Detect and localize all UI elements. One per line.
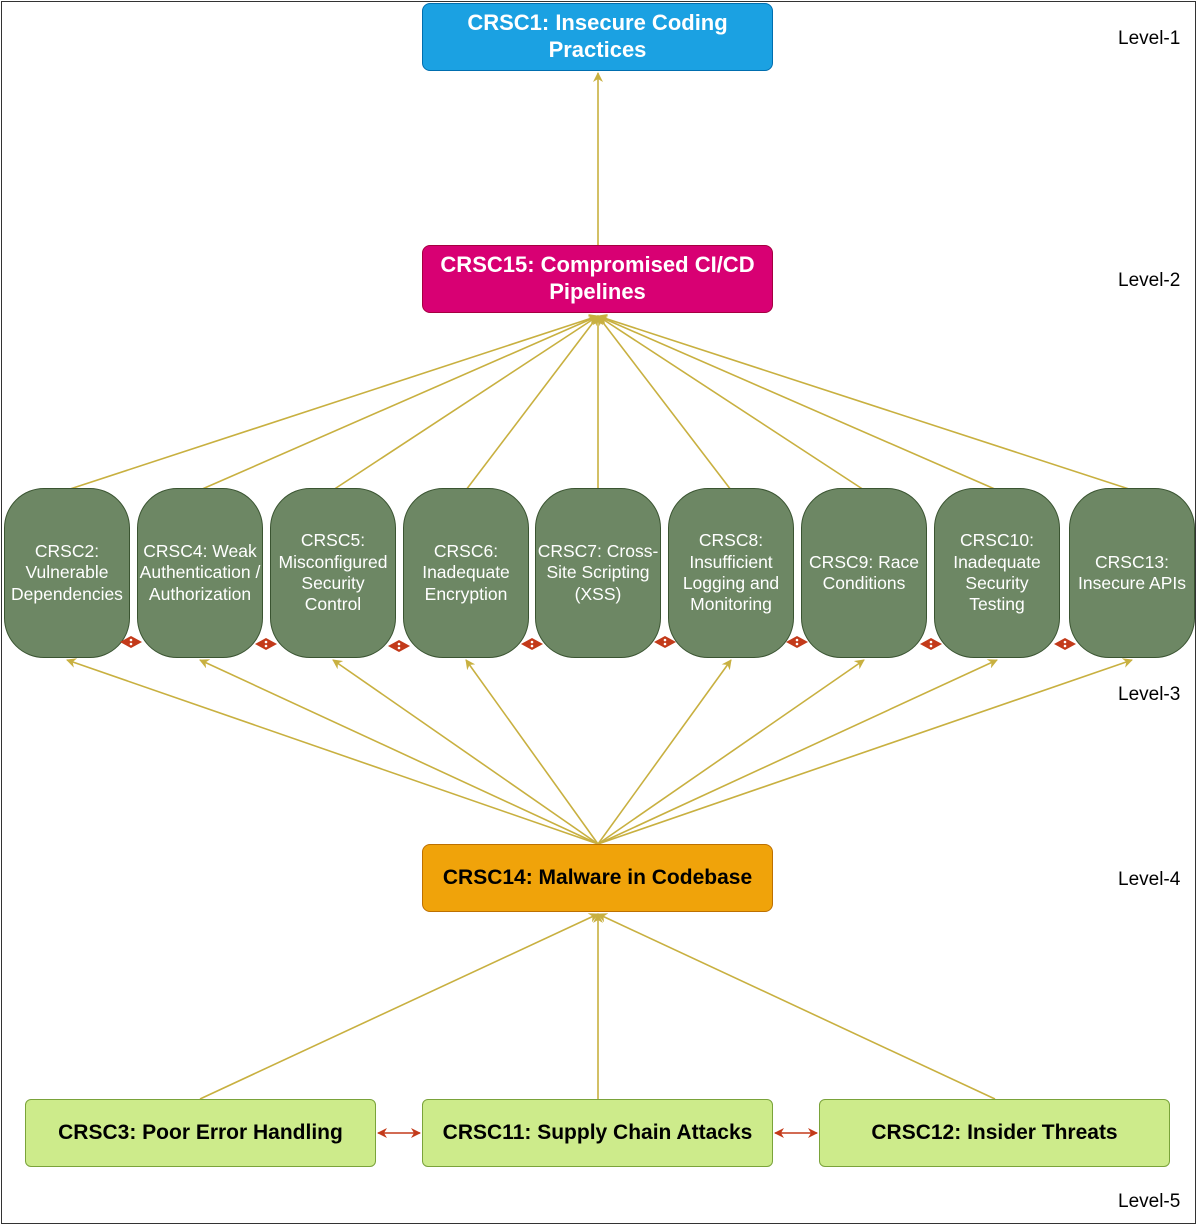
node-crsc6-label: CRSC6: Inadequate Encryption <box>422 540 510 604</box>
mutual-link-marker <box>521 638 543 650</box>
edge-level3-to-crsc15 <box>465 315 599 491</box>
mutual-link-marker <box>1054 638 1076 650</box>
edge-crsc14-to-level3 <box>597 659 732 845</box>
mutual-link-marker <box>255 638 277 650</box>
node-crsc10-label: CRSC10: Inadequate Security Testing <box>953 530 1041 615</box>
mutual-link-marker <box>388 640 410 652</box>
edge-level3-to-crsc15 <box>597 315 998 491</box>
node-crsc4-label: CRSC4: Weak Authentication / Authorizati… <box>139 540 261 604</box>
edge-level3-to-crsc15 <box>332 315 599 491</box>
node-crsc1-label: CRSC1: Insecure Coding Practices <box>467 10 728 62</box>
mutual-link-marker <box>120 636 142 648</box>
node-crsc7[interactable]: CRSC7: Cross-Site Scripting (XSS) <box>535 488 661 658</box>
level-3-label: Level-3 <box>1118 684 1181 705</box>
node-crsc13-label: CRSC13: Insecure APIs <box>1078 551 1186 593</box>
node-crsc11[interactable]: CRSC11: Supply Chain Attacks <box>422 1099 773 1167</box>
node-crsc8-label: CRSC8: Insufficient Logging and Monitori… <box>682 530 780 615</box>
edge-crsc14-to-level3 <box>597 659 865 845</box>
node-crsc3[interactable]: CRSC3: Poor Error Handling <box>25 1099 376 1167</box>
node-crsc9[interactable]: CRSC9: Race Conditions <box>801 488 927 658</box>
edge-crsc14-to-level3 <box>199 659 599 845</box>
node-crsc7-label: CRSC7: Cross-Site Scripting (XSS) <box>537 540 659 604</box>
edge-crsc14-to-level3 <box>597 659 998 845</box>
level-1-label: Level-1 <box>1118 28 1181 49</box>
level-2-label: Level-2 <box>1118 270 1181 291</box>
edge-level3-to-crsc15 <box>66 314 599 491</box>
node-crsc2-label: CRSC2: Vulnerable Dependencies <box>11 540 123 604</box>
edge-crsc3-to-crsc14 <box>199 913 599 1100</box>
edge-level3-to-crsc15 <box>597 315 865 491</box>
node-crsc12-label: CRSC12: Insider Threats <box>871 1121 1118 1145</box>
level-4-label: Level-4 <box>1118 869 1181 890</box>
node-crsc8[interactable]: CRSC8: Insufficient Logging and Monitori… <box>668 488 794 658</box>
mutual-link-marker <box>654 636 676 648</box>
edge-crsc14-to-level3 <box>465 659 599 845</box>
node-crsc9-label: CRSC9: Race Conditions <box>809 551 919 593</box>
node-crsc6[interactable]: CRSC6: Inadequate Encryption <box>403 488 529 658</box>
node-crsc15-label: CRSC15: Compromised CI/CD Pipelines <box>440 252 755 304</box>
edge-crsc12-to-crsc14 <box>597 913 996 1100</box>
node-crsc15[interactable]: CRSC15: Compromised CI/CD Pipelines <box>422 245 773 313</box>
edge-level3-to-crsc15 <box>199 315 599 491</box>
node-crsc2[interactable]: CRSC2: Vulnerable Dependencies <box>4 488 130 658</box>
mutual-link-marker <box>786 636 808 648</box>
node-crsc5-label: CRSC5: Misconfigured Security Control <box>278 530 388 615</box>
node-crsc14[interactable]: CRSC14: Malware in Codebase <box>422 844 773 912</box>
level-5-label: Level-5 <box>1118 1191 1181 1212</box>
node-crsc1[interactable]: CRSC1: Insecure Coding Practices <box>422 3 773 71</box>
node-crsc13[interactable]: CRSC13: Insecure APIs <box>1069 488 1195 658</box>
edge-crsc14-to-level3 <box>597 658 1133 845</box>
mutual-link-marker <box>920 638 942 650</box>
node-crsc10[interactable]: CRSC10: Inadequate Security Testing <box>934 488 1060 658</box>
edge-level3-to-crsc15 <box>597 315 732 491</box>
node-crsc5[interactable]: CRSC5: Misconfigured Security Control <box>270 488 396 658</box>
edge-level3-to-crsc15 <box>597 314 1133 491</box>
node-crsc4[interactable]: CRSC4: Weak Authentication / Authorizati… <box>137 488 263 658</box>
node-crsc3-label: CRSC3: Poor Error Handling <box>58 1121 343 1145</box>
node-crsc14-label: CRSC14: Malware in Codebase <box>442 866 753 890</box>
edge-crsc14-to-level3 <box>66 658 599 845</box>
edge-crsc14-to-level3 <box>332 659 599 845</box>
node-crsc12[interactable]: CRSC12: Insider Threats <box>819 1099 1170 1167</box>
node-crsc11-label: CRSC11: Supply Chain Attacks <box>442 1121 753 1145</box>
